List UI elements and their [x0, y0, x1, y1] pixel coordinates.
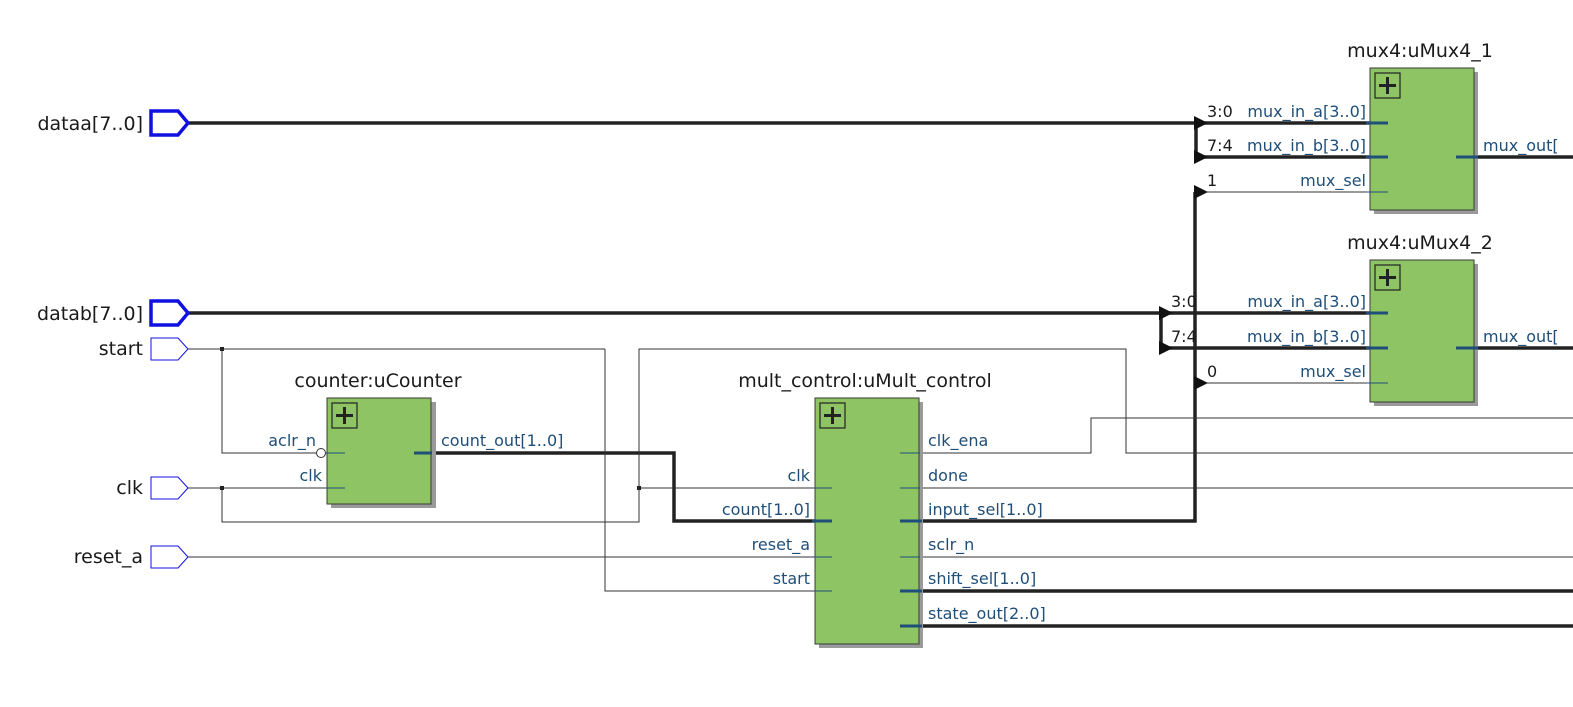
control-pin-reset-a: reset_a [752, 535, 810, 555]
reset-a-label: reset_a [74, 546, 143, 568]
mux1-block[interactable]: mux4:uMux4_1 mux_in_a[3..0] mux_in_b[3..… [1207, 40, 1559, 214]
mux2-pin-in-a: mux_in_a[3..0] [1247, 292, 1366, 312]
control-pin-clk-ena: clk_ena [928, 431, 988, 451]
arrow-mux2-a [1159, 306, 1173, 320]
control-pin-sclr-n: sclr_n [928, 535, 974, 555]
control-pin-count: count[1..0] [722, 500, 810, 519]
input-port-dataa[interactable]: dataa[7..0] [37, 109, 191, 137]
counter-body [326, 397, 432, 505]
control-pin-state-out: state_out[2..0] [928, 604, 1046, 624]
counter-pin-clk: clk [299, 466, 322, 485]
mult-control-title: mult_control:uMult_control [738, 370, 992, 392]
control-pin-done: done [928, 466, 968, 485]
count-out-bus [416, 451, 830, 523]
arrow-mux2-b [1159, 341, 1173, 355]
input-port-datab[interactable]: datab[7..0] [37, 299, 191, 327]
mux2-slice-b: 7:4 [1171, 327, 1197, 346]
input-port-clk[interactable]: clk [116, 476, 189, 500]
mux2-pin-out: mux_out[ [1483, 327, 1559, 347]
mux2-pin-in-b: mux_in_b[3..0] [1247, 327, 1366, 347]
mux1-slice-sel: 1 [1207, 171, 1217, 190]
start-to-control [604, 349, 830, 592]
counter-title: counter:uCounter [294, 370, 461, 392]
counter-pin-aclr-n: aclr_n [268, 431, 316, 451]
input-port-start[interactable]: start [99, 337, 189, 361]
mux1-pin-out: mux_out[ [1483, 136, 1559, 156]
inversion-bubble [316, 448, 326, 458]
control-pin-shift-sel: shift_sel[1..0] [928, 569, 1036, 589]
mux1-slice-a: 3:0 [1207, 102, 1233, 121]
mux2-block[interactable]: mux4:uMux4_2 mux_in_a[3..0] mux_in_b[3..… [1171, 232, 1559, 406]
arrow-mux1-b [1194, 150, 1208, 164]
mult-control-block[interactable]: mult_control:uMult_control clk count[1..… [722, 370, 1046, 648]
arrow-mux2-sel [1194, 376, 1208, 390]
counter-pin-count-out: count_out[1..0] [441, 431, 563, 451]
input-port-reset-a[interactable]: reset_a [74, 545, 189, 569]
arrow-mux1-sel [1194, 185, 1208, 199]
mux2-slice-a: 3:0 [1171, 292, 1197, 311]
mux2-pin-sel: mux_sel [1300, 362, 1366, 382]
bus-arrows [1159, 116, 1208, 390]
mux1-pin-in-b: mux_in_b[3..0] [1247, 136, 1366, 156]
expand-plus-icon[interactable] [331, 402, 358, 429]
dataa-label: dataa[7..0] [37, 113, 143, 135]
junction-dot [637, 486, 641, 490]
start-to-aclr [221, 349, 316, 454]
input-sel-bus [902, 192, 1197, 523]
mux1-slice-b: 7:4 [1207, 136, 1233, 155]
junction-dot [220, 486, 224, 490]
control-pin-input-sel: input_sel[1..0] [928, 500, 1043, 520]
mux2-title: mux4:uMux4_2 [1347, 232, 1493, 254]
expand-plus-icon[interactable] [1374, 72, 1401, 99]
mux1-title: mux4:uMux4_1 [1347, 40, 1493, 62]
wires [188, 121, 1573, 628]
mux1-pin-in-a: mux_in_a[3..0] [1247, 102, 1366, 122]
mux1-pin-sel: mux_sel [1300, 171, 1366, 191]
counter-block[interactable]: counter:uCounter aclr_n clk count_out[1.… [268, 370, 563, 508]
start-label: start [99, 338, 143, 360]
clk-loop-wire [221, 348, 1573, 523]
clk-ena-out [902, 417, 1573, 454]
junction-dot [220, 347, 224, 351]
arrow-mux1-a [1194, 116, 1208, 130]
expand-plus-icon[interactable] [819, 402, 846, 429]
expand-plus-icon[interactable] [1374, 264, 1401, 291]
control-pin-start: start [773, 569, 810, 588]
mux2-slice-sel: 0 [1207, 362, 1217, 381]
datab-label: datab[7..0] [37, 303, 143, 325]
clk-label: clk [116, 477, 143, 499]
control-pin-clk: clk [787, 466, 810, 485]
